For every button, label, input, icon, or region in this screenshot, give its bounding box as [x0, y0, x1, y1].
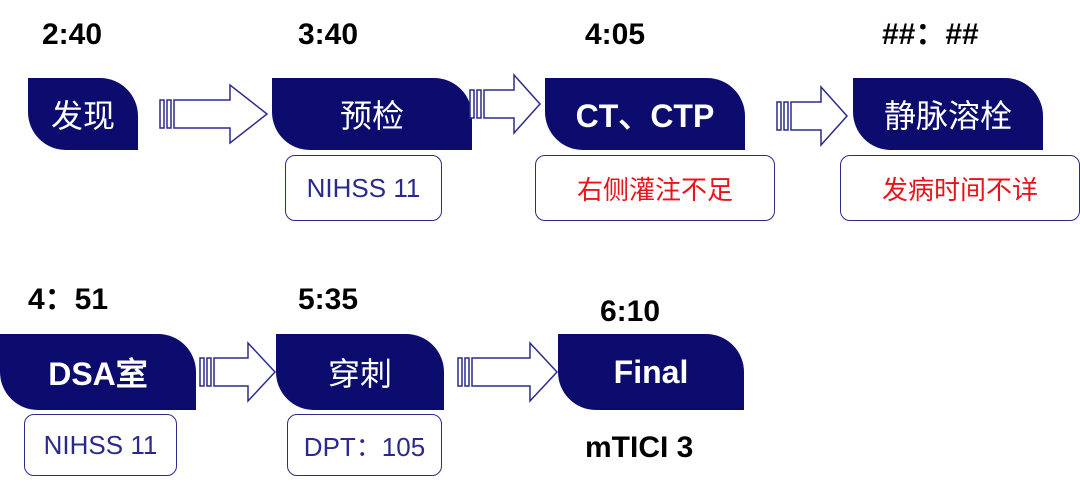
time-puncture: 5:35	[298, 283, 359, 316]
note-perfusion: 右侧灌注不足	[535, 155, 775, 221]
striped-block-arrow-right-icon	[158, 82, 270, 146]
stage-puncture: 穿刺	[276, 334, 444, 410]
stage-dsa-room: DSA室	[0, 334, 196, 410]
stage-ct-ctp: CT、CTP	[545, 78, 745, 150]
time-dsa: 4：51	[28, 283, 109, 316]
note-nihss-precheck: NIHSS 11	[285, 155, 442, 221]
striped-block-arrow-right-icon	[468, 72, 543, 136]
time-ct: 4:05	[585, 18, 646, 51]
stage-precheck: 预检	[272, 78, 472, 150]
stage-discovery: 发现	[28, 78, 138, 150]
time-discovery: 2:40	[42, 18, 103, 51]
striped-block-arrow-right-icon	[198, 340, 278, 404]
note-nihss-dsa: NIHSS 11	[24, 414, 177, 476]
result-mtici: mTICI 3	[585, 431, 694, 464]
striped-block-arrow-right-icon	[456, 340, 560, 404]
note-onset-time: 发病时间不详	[840, 155, 1080, 221]
time-thrombolysis: ##：##	[882, 18, 979, 51]
stage-final: Final	[558, 334, 744, 410]
time-precheck: 3:40	[298, 18, 359, 51]
note-dpt: DPT：105	[287, 414, 442, 476]
striped-block-arrow-right-icon	[775, 84, 850, 148]
time-final: 6:10	[600, 295, 661, 328]
stage-thrombolysis: 静脉溶栓	[853, 78, 1043, 150]
